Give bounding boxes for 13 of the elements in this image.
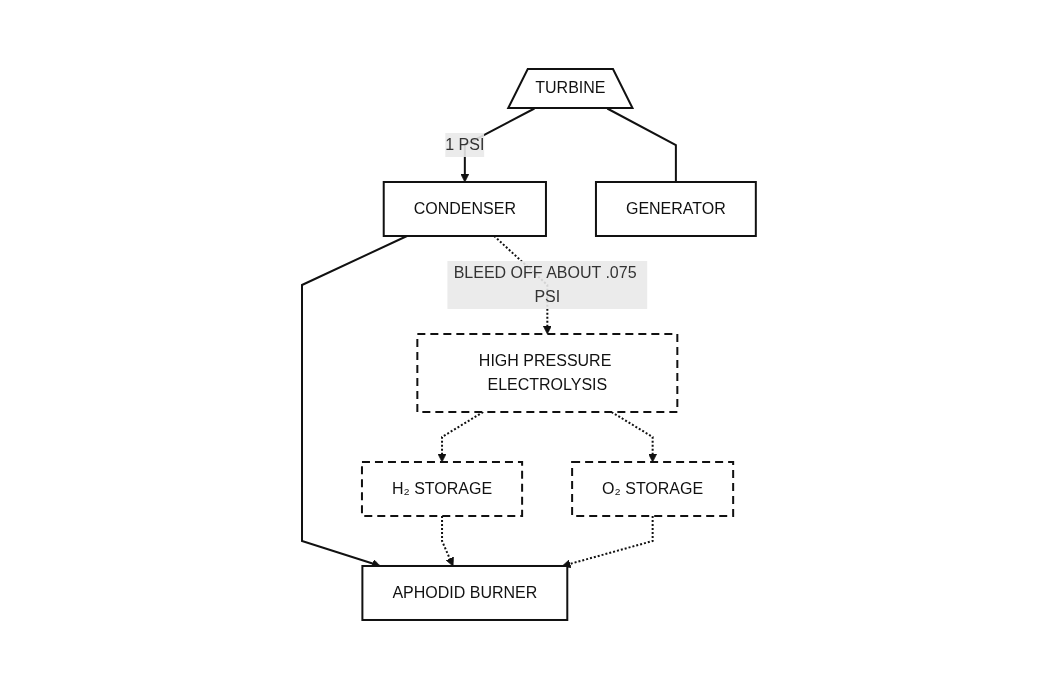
node-box: H₂ STORAGE <box>360 460 523 517</box>
edge-label: 1 PSI <box>444 135 484 153</box>
node-box: CONDENSER <box>382 180 547 237</box>
edge-label: BLEED OFF ABOUT .075 PSI <box>453 263 637 305</box>
node-box: GENERATOR <box>594 180 757 237</box>
node-box: APHODID BURNER <box>360 564 568 621</box>
arrow <box>437 410 484 462</box>
arrow <box>440 514 454 566</box>
connector <box>605 107 677 183</box>
node-box: HIGH PRESSURE ELECTROLYSIS <box>415 332 678 413</box>
node-box: O₂ STORAGE <box>570 460 734 517</box>
arrow <box>610 410 657 462</box>
arrow <box>561 514 654 568</box>
